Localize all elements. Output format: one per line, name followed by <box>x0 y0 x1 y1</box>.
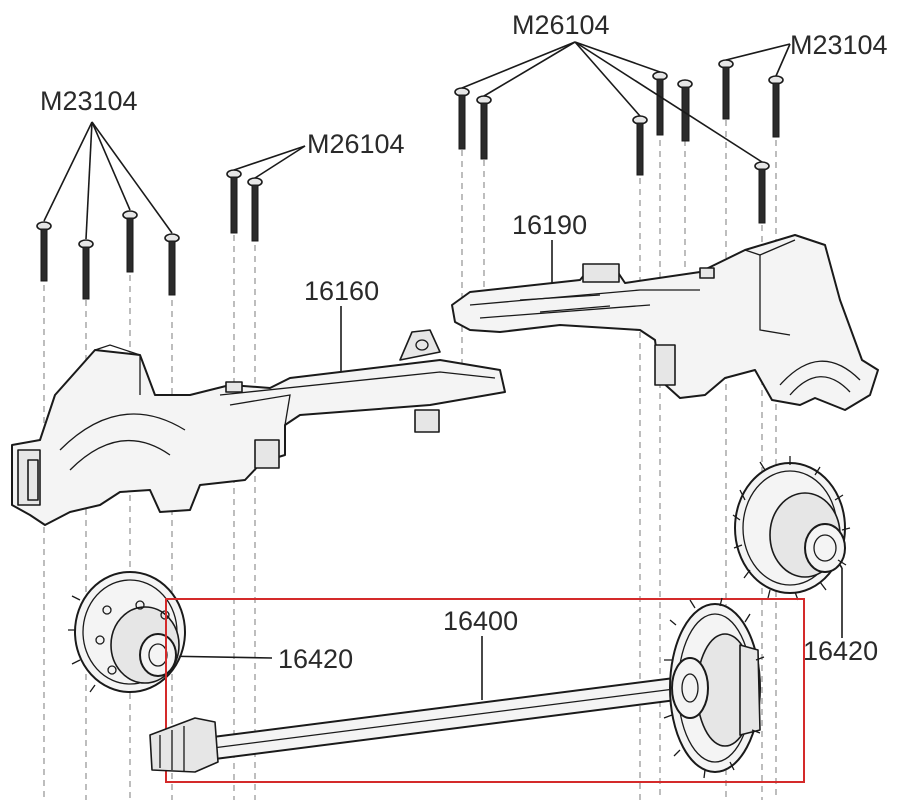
front-chassis-part <box>451 234 879 411</box>
callout-screw-left: M23104 <box>40 86 138 116</box>
callout-screw-mid: M26104 <box>307 129 405 159</box>
screw <box>677 79 693 142</box>
screw-group-top-center <box>454 71 770 224</box>
rear-chassis-part <box>11 329 506 526</box>
callout-diff-right: 16420 <box>803 636 878 666</box>
highlight-box <box>165 598 805 783</box>
screw <box>476 95 492 160</box>
callout-chassis-front: 16190 <box>512 210 587 240</box>
differential-right <box>732 456 851 601</box>
callout-chassis-rear: 16160 <box>304 276 379 306</box>
callout-diff-left: 16420 <box>278 644 353 674</box>
callout-center-shaft: 16400 <box>443 606 518 636</box>
callout-screw-top-right: M23104 <box>790 30 888 60</box>
screw <box>122 210 138 273</box>
screw <box>36 221 52 282</box>
screw <box>164 233 180 296</box>
screw <box>768 75 784 138</box>
screw-group-left <box>36 210 180 300</box>
screw <box>754 161 770 224</box>
screw <box>247 177 263 242</box>
screw-group-top-right <box>718 59 784 138</box>
screw <box>454 87 470 150</box>
callout-screw-top-center: M26104 <box>512 10 610 40</box>
screw <box>652 71 668 136</box>
screw <box>718 59 734 120</box>
screw <box>226 169 242 234</box>
screw <box>632 115 648 176</box>
screw <box>78 239 94 300</box>
screw-group-mid <box>226 169 263 242</box>
center-shaft-part <box>149 597 765 779</box>
leader-lines <box>43 41 843 700</box>
